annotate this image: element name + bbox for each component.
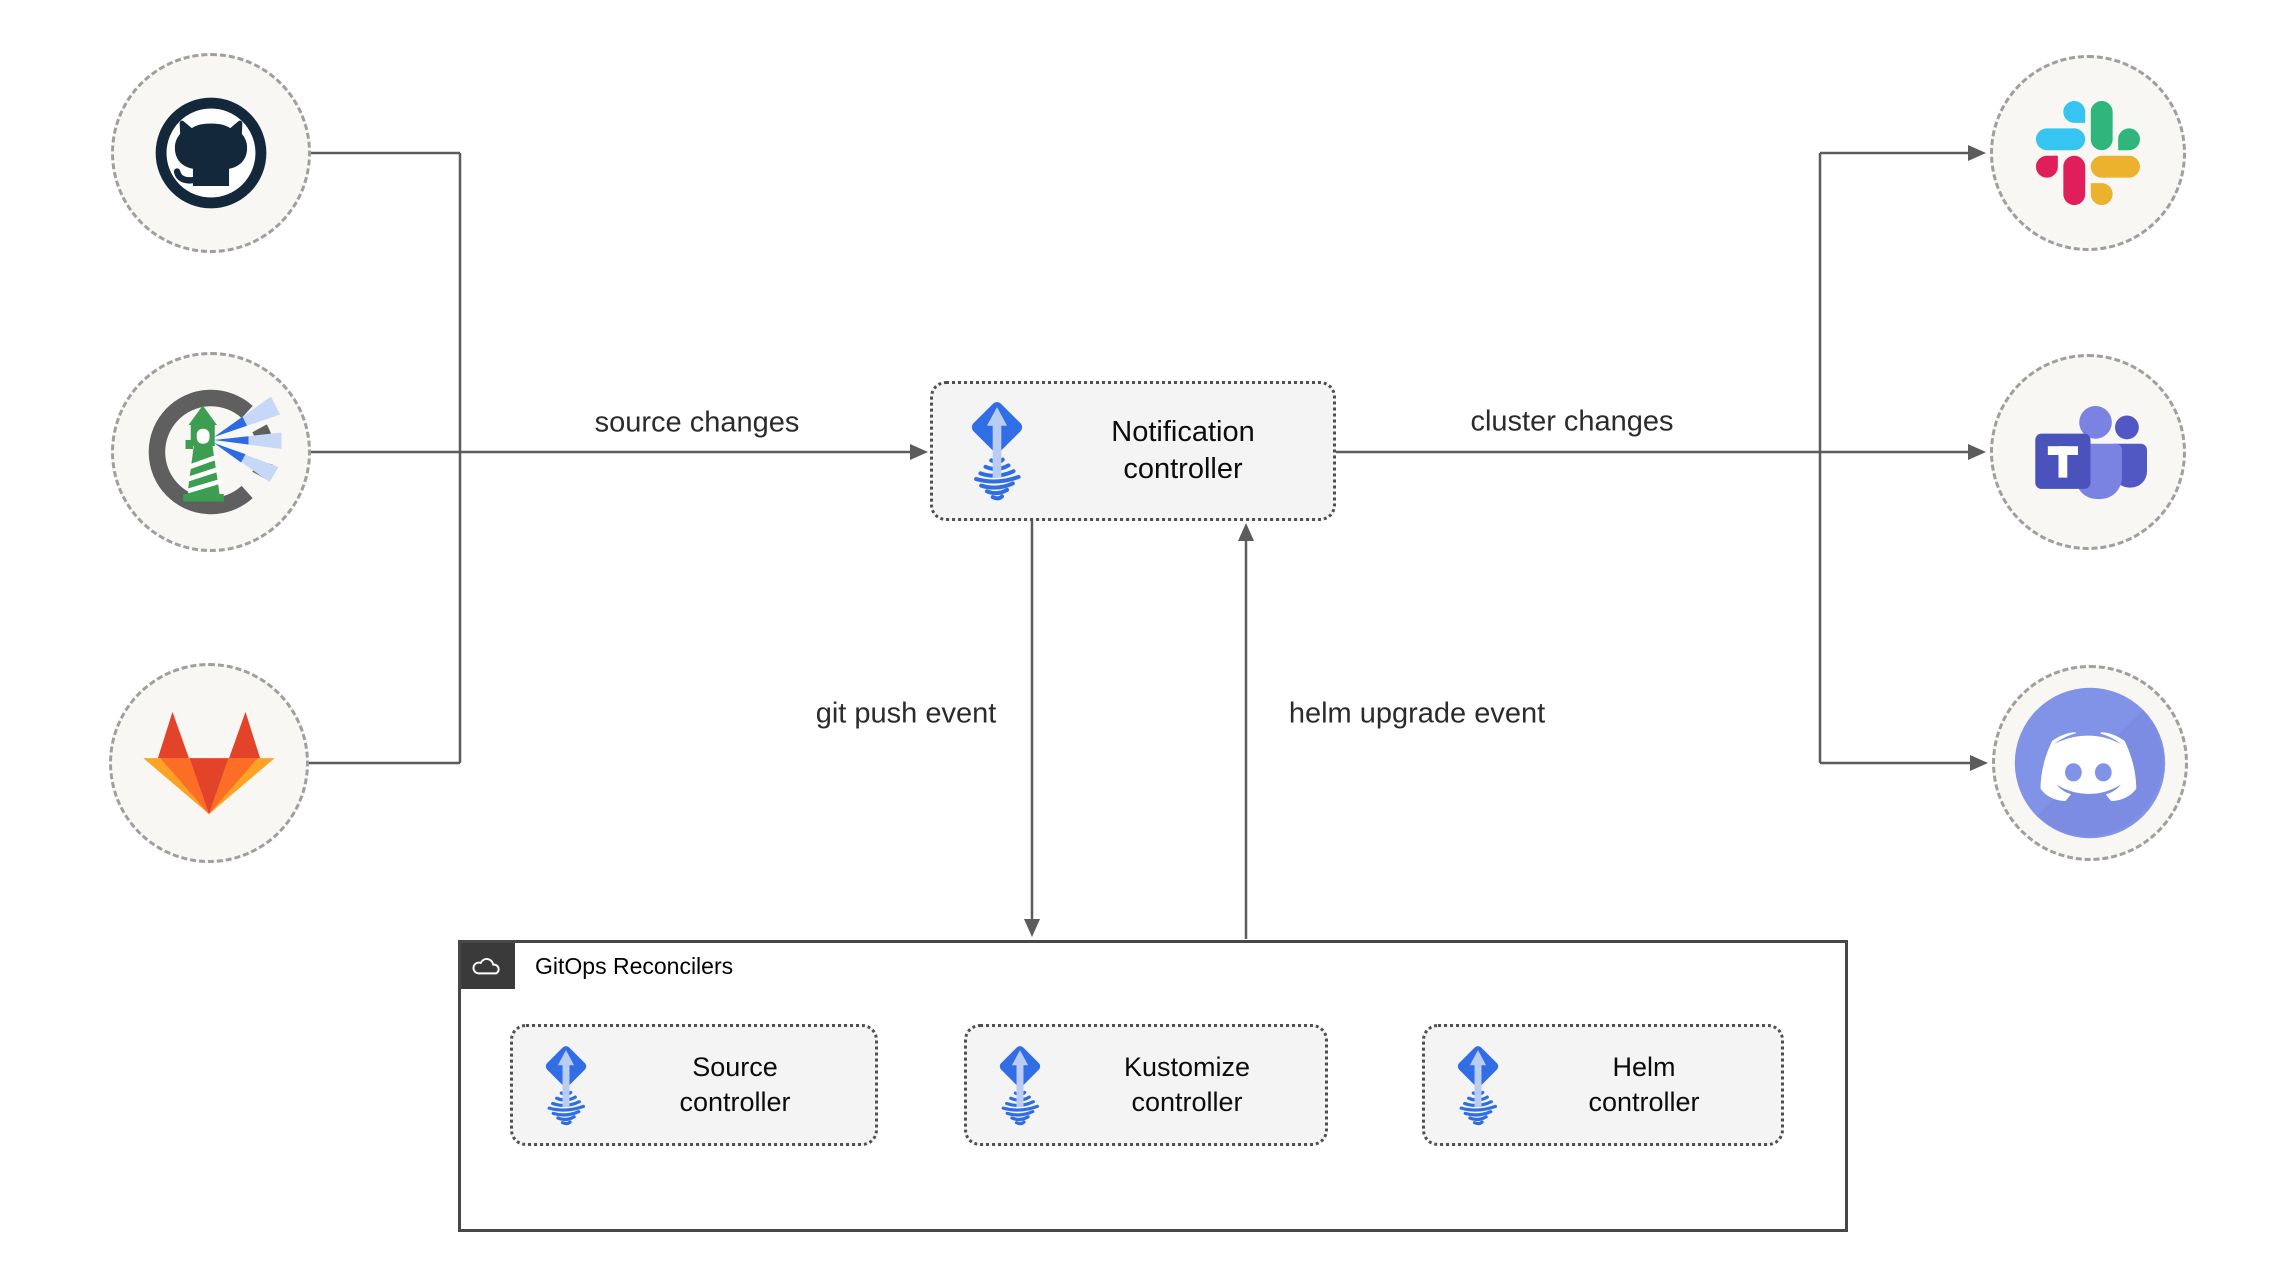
edge-label-helm-upgrade-event: helm upgrade event [1288, 697, 1546, 730]
cloud-icon [472, 958, 500, 975]
flux-icon [999, 1045, 1041, 1125]
arrowhead-into-discord [1970, 755, 1988, 771]
helm-controller-label: Helm controller [1588, 1052, 1700, 1117]
github-node [111, 53, 311, 253]
kustomize-controller-node: Kustomize controller [964, 1024, 1328, 1146]
flux-icon [971, 402, 1023, 501]
source-controller-label: Source controller [679, 1052, 791, 1117]
microsoft-teams-node [1990, 354, 2186, 550]
discord-icon [2014, 687, 2166, 839]
arrowhead-into-slack [1968, 145, 1986, 161]
slack-icon [2036, 101, 2140, 205]
arrowhead-into-notification [910, 444, 928, 460]
gitlab-icon [143, 711, 275, 815]
slack-node [1990, 55, 2186, 251]
discord-node [1992, 665, 2188, 861]
gitops-group-tab [461, 943, 515, 989]
microsoft-teams-icon [2035, 405, 2148, 499]
flux-icon [1457, 1045, 1499, 1125]
harbor-icon [148, 389, 282, 515]
arrowhead-git-push-down [1024, 919, 1040, 937]
arrowhead-into-teams [1968, 444, 1986, 460]
source-controller-node: Source controller [510, 1024, 878, 1146]
edge-label-source-changes: source changes [594, 406, 800, 439]
notification-controller-node: Notification controller [930, 381, 1336, 521]
edge-label-git-push-event: git push event [815, 697, 997, 730]
gitlab-node [109, 663, 309, 863]
gitops-group-title: GitOps Reconcilers [535, 952, 734, 979]
flux-icon [545, 1045, 587, 1125]
arrowhead-helm-upgrade-up [1238, 523, 1254, 541]
notification-controller-label: Notification controller [1111, 415, 1255, 485]
helm-controller-node: Helm controller [1422, 1024, 1784, 1146]
edge-label-cluster-changes: cluster changes [1470, 405, 1674, 438]
github-icon [155, 97, 267, 209]
kustomize-controller-label: Kustomize controller [1123, 1052, 1251, 1117]
harbor-node [111, 352, 311, 552]
